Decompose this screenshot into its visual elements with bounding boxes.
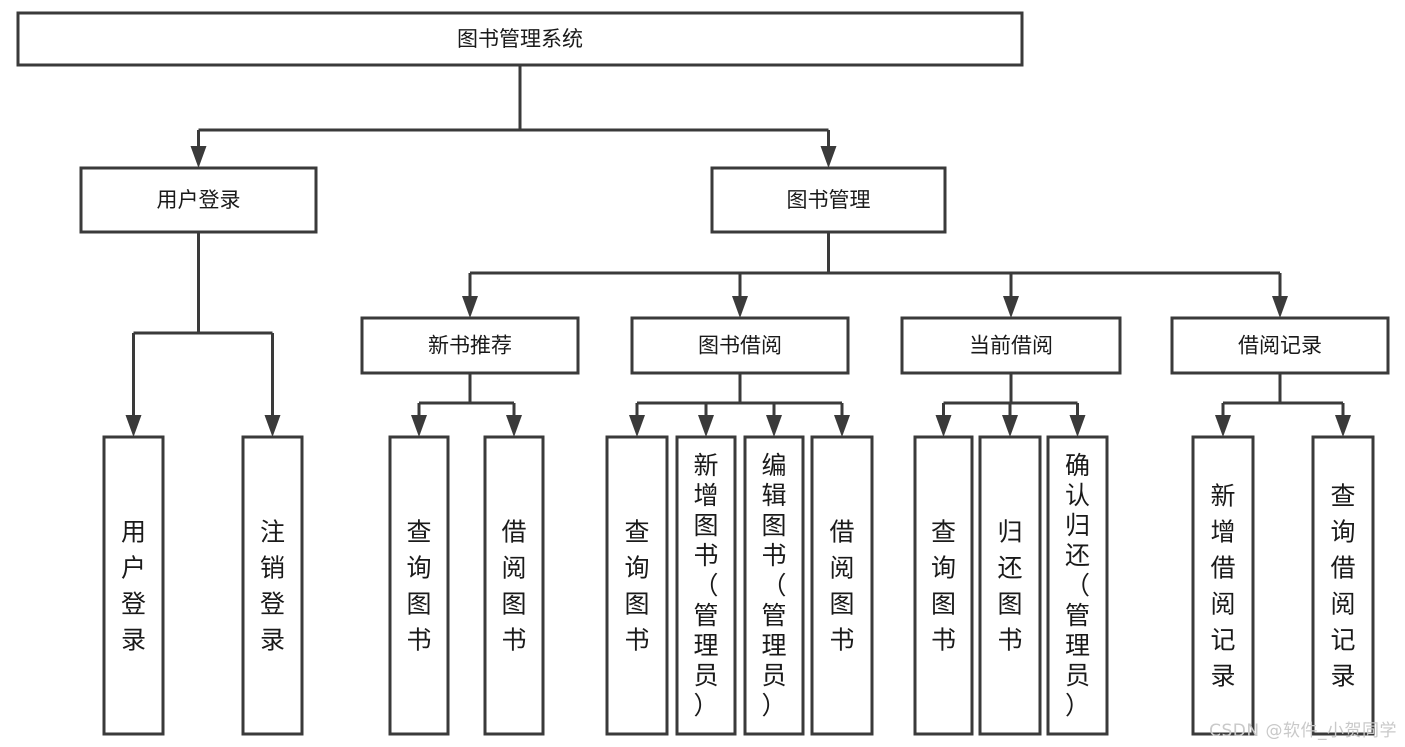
node-box	[1046, 435, 1109, 736]
leaf-label: 编辑图书（管理员）	[761, 451, 786, 720]
node-label: 图书管理	[787, 188, 871, 212]
node-box	[605, 435, 669, 736]
connector-layer	[125, 65, 1351, 437]
node-box	[675, 435, 737, 736]
leaf-node-leaf-return-book[interactable]: 归还图书	[978, 435, 1042, 736]
arrow-head-icon	[506, 415, 522, 437]
node-label: 图书管理系统	[457, 27, 583, 51]
arrow-head-icon	[732, 296, 748, 318]
leaf-label: 用户登录	[121, 517, 146, 654]
leaf-node-leaf-add-book[interactable]: 新增图书（管理员）	[675, 435, 737, 736]
leaf-node-leaf-confirm-return[interactable]: 确认归还（管理员）	[1046, 435, 1109, 736]
leaf-node-leaf-borrow-book-rec[interactable]: 借阅图书	[483, 435, 545, 736]
connector-group	[190, 65, 837, 168]
leaf-node-leaf-logout[interactable]: 注销登录	[241, 435, 304, 736]
connector-group	[1215, 373, 1351, 437]
arrow-head-icon	[629, 415, 645, 437]
leaf-node-leaf-query-book-cur[interactable]: 查询图书	[913, 435, 974, 736]
connector-group	[411, 373, 522, 437]
leaf-node-leaf-query-record[interactable]: 查询借阅记录	[1311, 435, 1375, 736]
leaf-node-leaf-query-book-bor[interactable]: 查询图书	[605, 435, 669, 736]
leaf-label: 新增借阅记录	[1210, 481, 1235, 690]
connector-group	[935, 373, 1086, 437]
level3-node-new-book-recommend[interactable]: 新书推荐	[360, 316, 580, 375]
arrow-head-icon	[766, 415, 782, 437]
leaf-label: 查询借阅记录	[1330, 481, 1355, 690]
node-box	[913, 435, 974, 736]
node-box	[388, 435, 450, 736]
arrow-head-icon	[125, 415, 142, 437]
node-box	[360, 316, 580, 375]
node-box	[79, 166, 318, 234]
watermark-label: CSDN @软件_小贺同学	[1209, 721, 1397, 741]
leaf-node-leaf-borrow-book-bor[interactable]: 借阅图书	[810, 435, 874, 736]
connector-group	[125, 232, 281, 437]
arrow-head-icon	[190, 146, 207, 168]
arrow-head-icon	[1069, 415, 1086, 437]
arrow-head-icon	[1272, 296, 1288, 318]
level2-node-book-management[interactable]: 图书管理	[710, 166, 947, 234]
arrow-head-icon	[698, 415, 714, 437]
level3-node-book-borrow[interactable]: 图书借阅	[630, 316, 850, 375]
node-box	[16, 11, 1024, 67]
node-box	[1191, 435, 1255, 736]
node-box	[810, 435, 874, 736]
leaf-label: 借阅图书	[829, 517, 854, 654]
node-label: 图书借阅	[698, 334, 782, 358]
arrow-head-icon	[462, 296, 478, 318]
node-box	[630, 316, 850, 375]
node-label: 用户登录	[157, 188, 241, 212]
level3-node-current-borrow[interactable]: 当前借阅	[900, 316, 1122, 375]
arrow-head-icon	[1335, 415, 1351, 437]
node-box	[102, 435, 165, 736]
leaf-label: 注销登录	[260, 517, 285, 654]
leaf-label: 查询图书	[931, 517, 956, 654]
node-label: 新书推荐	[428, 334, 512, 358]
arrow-head-icon	[411, 415, 427, 437]
level2-node-user-login[interactable]: 用户登录	[79, 166, 318, 234]
level3-node-borrow-record[interactable]: 借阅记录	[1170, 316, 1390, 375]
node-box	[978, 435, 1042, 736]
node-box	[1170, 316, 1390, 375]
arrow-head-icon	[820, 146, 837, 168]
node-label: 当前借阅	[969, 334, 1053, 358]
node-box	[483, 435, 545, 736]
node-box	[743, 435, 805, 736]
root-node-root[interactable]: 图书管理系统	[16, 11, 1024, 67]
leaf-label: 查询图书	[624, 517, 649, 654]
node-box	[710, 166, 947, 234]
leaf-label: 确认归还（管理员）	[1065, 451, 1090, 720]
leaf-node-leaf-user-login[interactable]: 用户登录	[102, 435, 165, 736]
arrow-head-icon	[1215, 415, 1231, 437]
arrow-head-icon	[1002, 415, 1018, 437]
leaf-node-leaf-add-record[interactable]: 新增借阅记录	[1191, 435, 1255, 736]
leaf-label: 归还图书	[997, 517, 1022, 654]
arrow-head-icon	[1003, 296, 1019, 318]
node-box	[1311, 435, 1375, 736]
arrow-head-icon	[834, 415, 850, 437]
leaf-node-leaf-query-book-rec[interactable]: 查询图书	[388, 435, 450, 736]
leaf-label: 查询图书	[406, 517, 431, 654]
arrow-head-icon	[264, 415, 281, 437]
arrow-head-icon	[935, 415, 952, 437]
leaf-label: 借阅图书	[501, 517, 526, 654]
node-box	[900, 316, 1122, 375]
leaf-node-leaf-edit-book[interactable]: 编辑图书（管理员）	[743, 435, 805, 736]
node-box	[241, 435, 304, 736]
connector-group	[462, 232, 1288, 318]
leaf-label: 新增图书（管理员）	[693, 451, 718, 720]
node-label: 借阅记录	[1238, 334, 1322, 358]
connector-group	[629, 373, 850, 437]
